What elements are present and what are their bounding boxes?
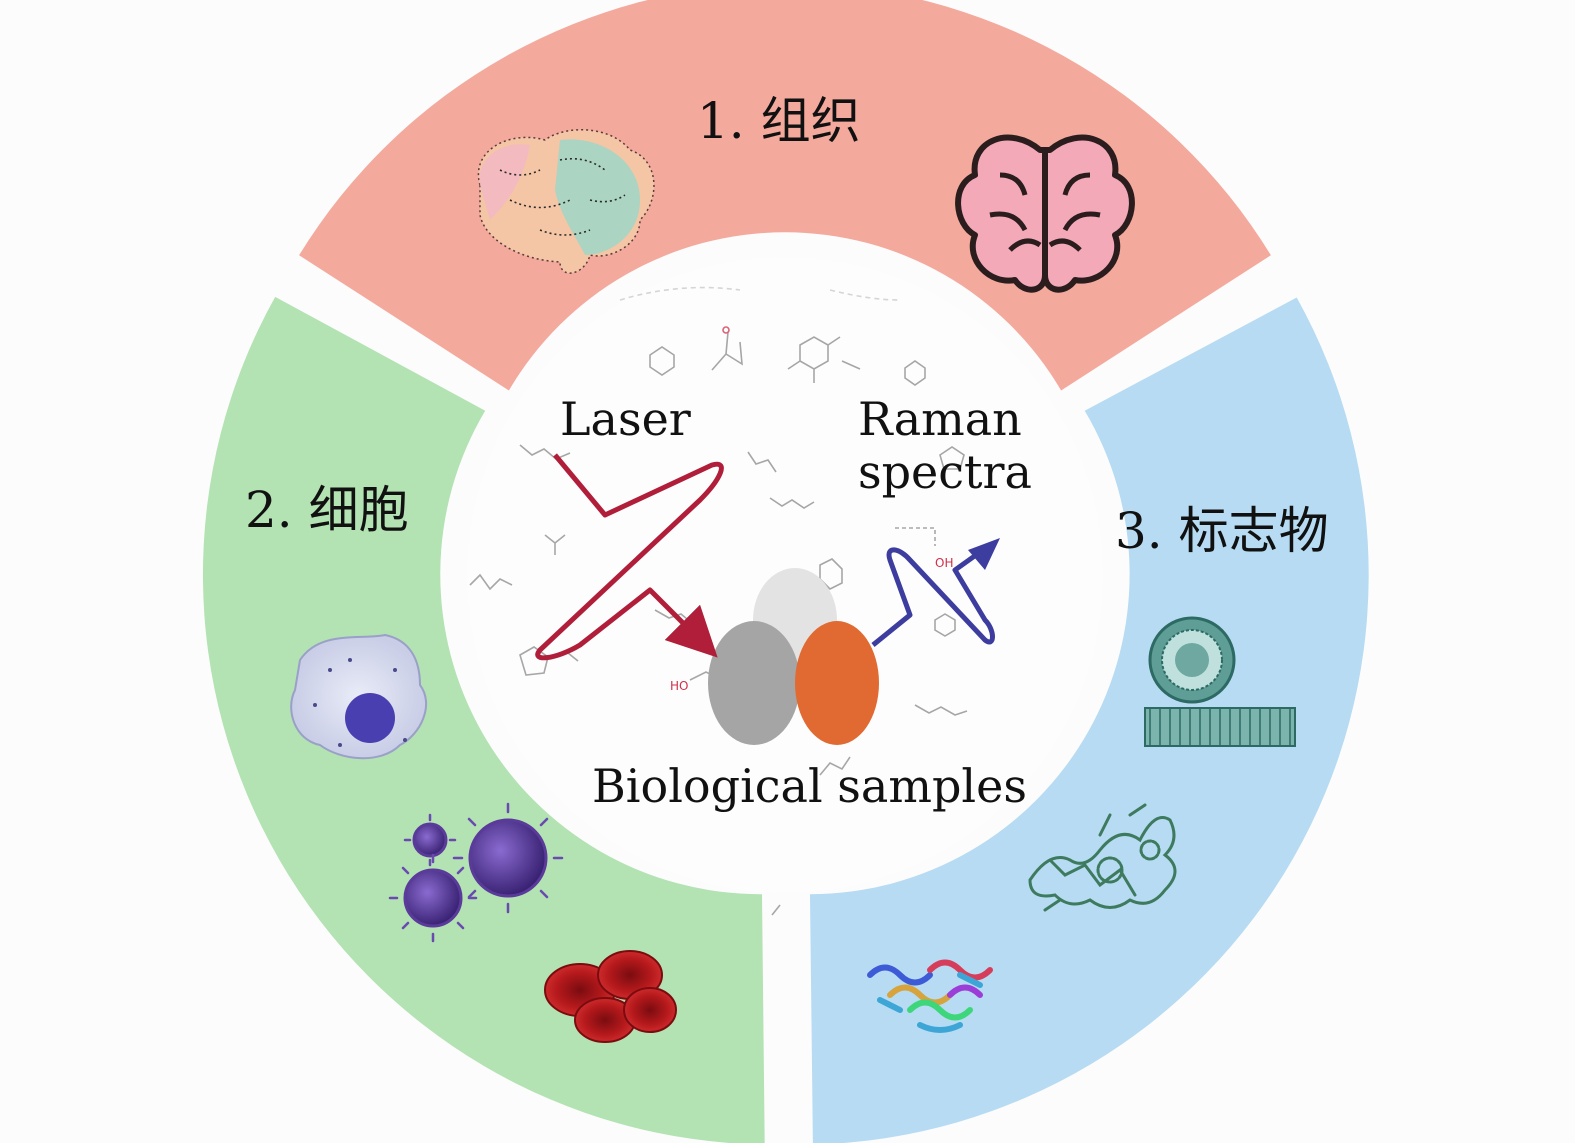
cell-icon bbox=[290, 633, 427, 760]
sample-spheres bbox=[708, 568, 879, 745]
molecule-background bbox=[469, 286, 968, 916]
raman-scatter-beam bbox=[871, 542, 995, 647]
svg-text:HO: HO bbox=[670, 679, 688, 693]
brain-dotted-icon bbox=[477, 129, 655, 274]
liposome-icon bbox=[1144, 616, 1296, 747]
segment-tissue bbox=[299, 0, 1271, 391]
virus-icon bbox=[388, 802, 564, 943]
segment-markers bbox=[810, 297, 1369, 1143]
samples-label: Biological samples bbox=[592, 759, 1027, 813]
protein-structure-icon bbox=[1028, 803, 1177, 912]
markers-label: 3. 标志物 bbox=[1115, 502, 1329, 560]
segment-cells bbox=[202, 296, 765, 1143]
laser-beam bbox=[535, 453, 724, 661]
brain-outline-icon bbox=[955, 134, 1135, 293]
svg-text:OH: OH bbox=[935, 556, 953, 570]
raman-arrowhead bbox=[968, 538, 1000, 570]
red-blood-cell-icon bbox=[544, 950, 677, 1043]
raman-label-line2: spectra bbox=[858, 445, 1032, 499]
protein-ribbon-icon bbox=[867, 959, 993, 1033]
tissue-label: 1. 组织 bbox=[697, 92, 861, 150]
laser-label: Laser bbox=[560, 392, 691, 446]
raman-label-line1: Raman bbox=[858, 392, 1022, 446]
cells-label: 2. 细胞 bbox=[245, 481, 409, 539]
